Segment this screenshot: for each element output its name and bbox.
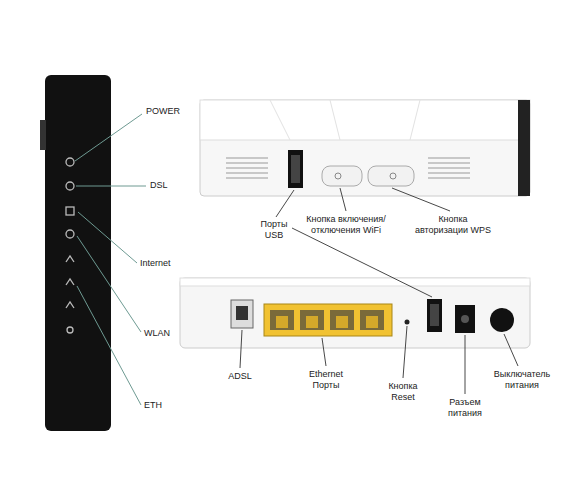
callout-label: Выключатель питания <box>484 369 560 391</box>
callout-label: DSL <box>150 180 190 191</box>
callout-label: Разъем питания <box>436 397 494 419</box>
callout-label: WLAN <box>144 328 194 339</box>
callout-label: Кнопка включения/ отключения WiFi <box>298 214 394 236</box>
callout-label: ADSL <box>220 371 260 382</box>
callout-label: Internet <box>140 258 200 269</box>
back-view <box>180 278 530 348</box>
callout-label: ETH <box>144 400 184 411</box>
led-icons <box>66 158 74 333</box>
side-view <box>200 100 530 196</box>
callout-label: POWER <box>146 106 206 117</box>
callout-label: Порты USB <box>252 219 296 241</box>
callout-label: Кнопка Reset <box>378 381 428 403</box>
callout-label: Ethernet Порты <box>296 369 356 391</box>
callout-label: Кнопка авторизации WPS <box>412 214 494 236</box>
leader-lines <box>240 188 518 394</box>
leader-lines <box>75 114 146 405</box>
front-panel <box>45 75 111 431</box>
